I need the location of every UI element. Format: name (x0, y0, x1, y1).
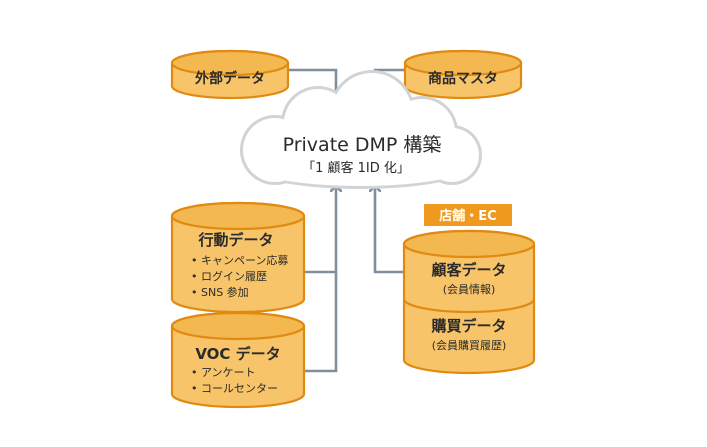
customer-data-subtitle: (会員情報) (443, 283, 496, 296)
purchase-data-title: 購買データ (430, 317, 506, 335)
purchase-data-subtitle: (会員購買履歴) (432, 338, 507, 352)
voc-data-title: VOC データ (195, 345, 280, 363)
cylinder-voc-data (170, 311, 306, 409)
store-ec-tag (424, 204, 512, 226)
behavior-item: • SNS 参加 (191, 285, 249, 299)
cylinder-customer-purchase (402, 229, 536, 375)
voc-item: • コールセンター (191, 382, 278, 395)
behavior-data-title: 行動データ (197, 231, 273, 249)
external-data-label: 外部データ (195, 70, 265, 87)
cloud-title: Private DMP 構築 (283, 134, 442, 156)
cylinder-behavior-data (170, 201, 306, 314)
arrow-voc-to-cloud (305, 272, 338, 373)
cloud-subtitle: 「1 顧客 1ID 化」 (302, 160, 410, 176)
behavior-item: • キャンペーン応募 (191, 253, 288, 267)
cloud-shape (240, 70, 482, 189)
voc-item: • アンケート (191, 366, 256, 379)
arrow-behavior-to-cloud (305, 186, 336, 274)
arrow-external-to-cloud (286, 68, 336, 96)
customer-data-title: 顧客データ (431, 261, 506, 279)
store-ec-tag-label: 店舗・EC (439, 208, 496, 224)
behavior-item: • ログイン履歴 (191, 269, 267, 283)
product-master-label: 商品マスタ (428, 70, 498, 87)
arrow-customer-to-cloud (375, 186, 407, 274)
cylinder-product-master (403, 49, 523, 100)
connector-arrows (286, 68, 407, 373)
cylinder-external-data (170, 49, 290, 100)
